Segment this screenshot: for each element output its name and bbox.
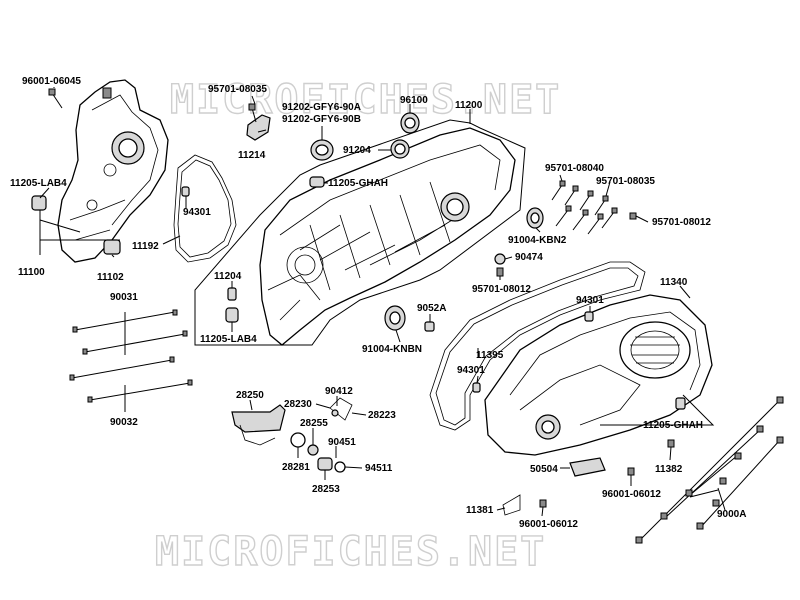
label-90031: 90031 — [110, 292, 138, 303]
label-96001-06045: 96001-06045 — [22, 76, 81, 87]
label-11205-lab4-left: 11205-LAB4 — [10, 178, 67, 189]
watermark-bottom: MICROFICHES.NET — [155, 529, 546, 575]
bolt-set-9000a — [635, 396, 784, 544]
dowel-pin-icon — [309, 176, 325, 188]
label-91202-gfy6-90a: 91202-GFY6-90A — [282, 102, 361, 113]
bracket-11100 — [39, 205, 120, 255]
label-90032: 90032 — [110, 417, 138, 428]
oil-seal-icon — [310, 139, 334, 161]
label-11205-ghah-right: 11205-GHAH — [643, 420, 703, 431]
bracket-11381-part — [502, 494, 521, 516]
label-28250: 28250 — [236, 390, 264, 401]
part-number-labels: 96001-06045 95701-08035 91202-GFY6-90A 9… — [10, 76, 746, 530]
label-11204: 11204 — [214, 271, 242, 282]
transmission-cover — [484, 294, 713, 456]
bolt-icon — [496, 267, 504, 277]
label-11340: 11340 — [660, 277, 688, 288]
label-94511: 94511 — [365, 463, 393, 474]
leader-lines — [39, 87, 691, 517]
washer-icon — [494, 253, 506, 265]
dowel-pin-icon — [103, 239, 121, 255]
label-95701-08035-right: 95701-08035 — [596, 176, 655, 187]
bearing-icon — [384, 305, 406, 331]
dowel-pin-icon — [225, 307, 239, 323]
bolt-icon — [667, 439, 675, 448]
leader-9000a — [689, 487, 726, 511]
bolt-icon — [48, 88, 63, 109]
label-91204: 91204 — [343, 145, 371, 156]
bracket-11214-part — [246, 114, 271, 141]
label-9052a: 9052A — [417, 303, 446, 314]
label-11214: 11214 — [238, 150, 266, 161]
bearing-icon — [400, 112, 420, 134]
bearing-icon — [526, 207, 544, 229]
cover-gasket — [429, 261, 646, 431]
label-11192: 11192 — [132, 241, 159, 252]
label-95701-08012-center: 95701-08012 — [472, 284, 531, 295]
label-28253: 28253 — [312, 484, 340, 495]
dowel-pin-icon — [31, 195, 47, 211]
crankcase-gasket — [173, 154, 237, 263]
label-94301-left: 94301 — [183, 207, 211, 218]
label-28281: 28281 — [282, 462, 310, 473]
label-9000a: 9000A — [717, 509, 746, 520]
label-91202-gfy6-90b: 91202-GFY6-90B — [282, 114, 361, 125]
left-crankcase-half — [57, 79, 169, 263]
label-28223: 28223 — [368, 410, 396, 421]
label-90412: 90412 — [325, 386, 353, 397]
label-11102: 11102 — [97, 272, 124, 283]
label-11395: 11395 — [476, 350, 504, 361]
label-94301-center: 94301 — [457, 365, 485, 376]
label-95701-08035-top: 95701-08035 — [208, 84, 267, 95]
label-11382: 11382 — [655, 464, 683, 475]
label-95701-08040: 95701-08040 — [545, 163, 604, 174]
label-95701-08012-right: 95701-08012 — [652, 217, 711, 228]
label-28230: 28230 — [284, 399, 312, 410]
label-11100: 11100 — [18, 267, 45, 278]
bolt-icon — [248, 103, 257, 123]
oil-seal-icon — [390, 139, 410, 159]
label-96100: 96100 — [400, 95, 428, 106]
watermark-top: MICROFICHES.NET — [170, 77, 561, 123]
label-96001-06012-bottom: 96001-06012 — [519, 519, 578, 530]
label-28255: 28255 — [300, 418, 328, 429]
right-crankcase-half — [259, 127, 516, 346]
label-96001-06012-right: 96001-06012 — [602, 489, 661, 500]
kickstart-spindle — [231, 397, 353, 473]
label-90451: 90451 — [328, 437, 356, 448]
dowel-pin-icon — [227, 287, 237, 301]
clip-50504 — [569, 457, 606, 477]
stud-bolts-group — [69, 309, 193, 403]
label-11381: 11381 — [466, 505, 494, 516]
dowel-pin-icon — [181, 186, 190, 197]
bracket-11200 — [194, 119, 526, 346]
dowel-pin-icon — [584, 311, 594, 322]
dowel-pin-icon — [675, 397, 686, 410]
label-91004-kbn2: 91004-KBN2 — [508, 235, 567, 246]
label-50504: 50504 — [530, 464, 558, 475]
bolt-icon — [627, 467, 635, 476]
label-11205-lab4-lower: 11205-LAB4 — [200, 334, 257, 345]
bolt-icon — [539, 499, 547, 508]
label-91004-knbn: 91004-KNBN — [362, 344, 422, 355]
bolt-icon — [424, 321, 435, 332]
label-11200: 11200 — [455, 100, 483, 111]
label-94301-right: 94301 — [576, 295, 604, 306]
label-90474: 90474 — [515, 252, 543, 263]
cover-bolts-cluster — [551, 180, 637, 235]
label-11205-ghah-top: 11205-GHAH — [328, 178, 388, 189]
dowel-pin-icon — [472, 382, 481, 393]
bracket-11205-ghah — [600, 394, 715, 426]
